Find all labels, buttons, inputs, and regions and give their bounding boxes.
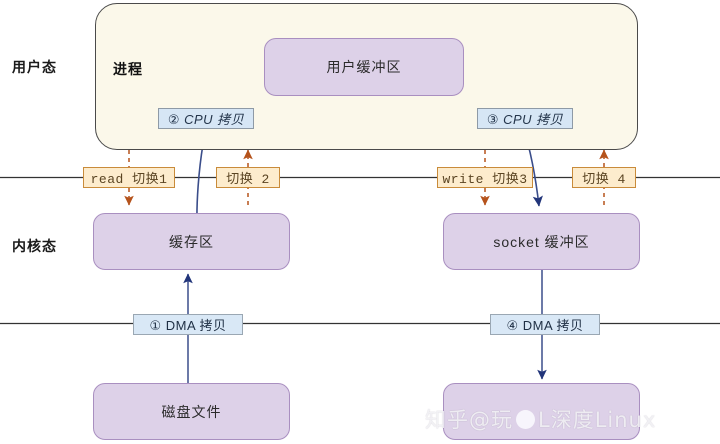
dma-copy-tag-1: ① DMA 拷贝 [133,314,243,335]
watermark-text-right: L深度Linux [538,408,657,432]
process-title: 进程 [113,61,143,77]
switch-tag-1: read 切换1 [83,167,175,188]
user-buffer-box[interactable]: 用户缓冲区 [264,38,464,96]
kernel-mode-label: 内核态 [12,238,57,254]
dma-copy-tag-4: ④ DMA 拷贝 [490,314,600,335]
watermark: 知乎 @玩 L深度Linux [425,402,715,436]
page-cache-box[interactable]: 缓存区 [93,213,290,270]
watermark-text-middle: @玩 [469,408,513,432]
cpu-copy-tag-3: ③ CPU 拷贝 [477,108,573,129]
disk-file-box[interactable]: 磁盘文件 [93,383,290,440]
watermark-text-left: 知乎 [425,408,469,432]
network-card-box[interactable] [443,383,640,440]
cpu-copy-tag-2: ② CPU 拷贝 [158,108,254,129]
socket-buffer-box[interactable]: socket 缓冲区 [443,213,640,270]
switch-tag-4: 切换 4 [572,167,636,188]
user-mode-label: 用户态 [12,59,57,75]
switch-tag-3: write 切换3 [437,167,533,188]
watermark-logo-icon [516,409,535,429]
switch-tag-2: 切换 2 [216,167,280,188]
